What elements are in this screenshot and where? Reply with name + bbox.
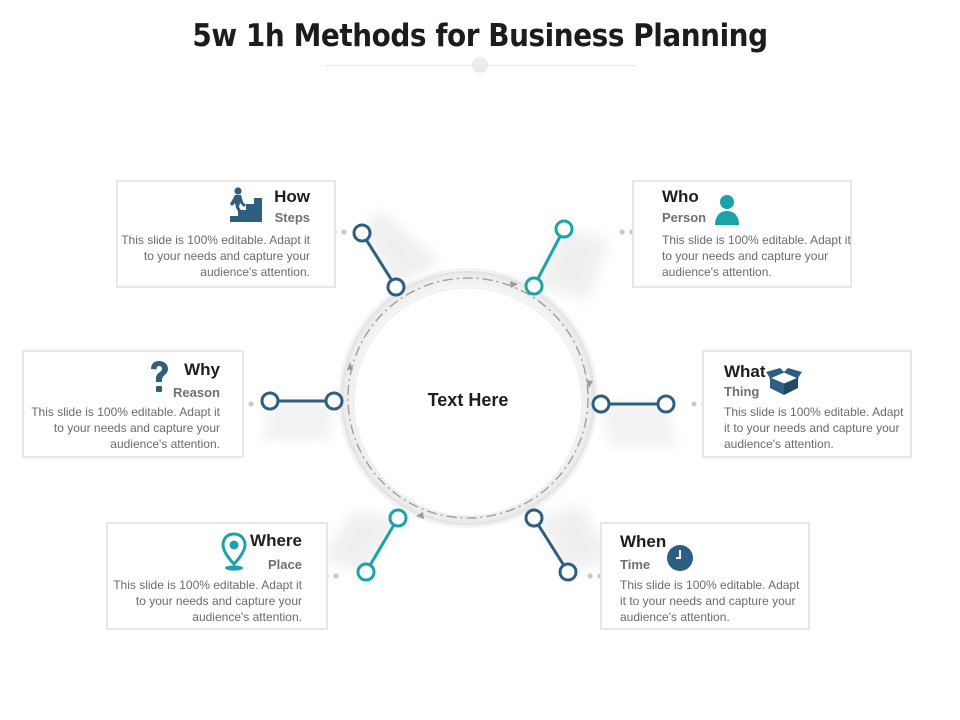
- connector-shadows: [262, 210, 676, 572]
- stairs-climber-icon: [230, 187, 262, 222]
- card-when-label: When: [620, 532, 667, 551]
- title-divider-dot: [472, 57, 488, 73]
- map-pin-icon: [221, 532, 247, 571]
- card-why-description: This slide is 100% editable. Adapt it to…: [31, 405, 220, 451]
- card-how: How Steps This slide is 100% editable. A…: [116, 180, 336, 288]
- card-what-label: What: [724, 362, 766, 381]
- card-how-description: This slide is 100% editable. Adapt it to…: [121, 233, 310, 279]
- connector-how: [352, 223, 406, 297]
- card-where-label: Where: [250, 531, 302, 550]
- question-mark-icon: [151, 361, 168, 392]
- card-how-label: How: [274, 187, 310, 206]
- clock-icon: [667, 545, 693, 571]
- connector-why: [260, 391, 344, 411]
- connector-what: [591, 394, 676, 414]
- center-circle: [338, 268, 598, 528]
- card-what: What Thing This slide is 100% editable. …: [702, 350, 912, 458]
- open-box-icon: [766, 368, 802, 395]
- card-where-sublabel: Place: [268, 557, 302, 572]
- card-how-sublabel: Steps: [274, 210, 310, 225]
- card-where-description: This slide is 100% editable. Adapt it to…: [113, 578, 302, 624]
- card-who-description: This slide is 100% editable. Adapt it to…: [662, 233, 851, 279]
- card-why: Why Reason This slide is 100% editable. …: [22, 350, 244, 458]
- card-who-label: Who: [662, 187, 699, 206]
- page-title: 5w 1h Methods for Business Planning: [192, 18, 768, 54]
- card-who: Who Person This slide is 100% editable. …: [632, 180, 852, 288]
- card-when-description: This slide is 100% editable. Adapt it to…: [620, 578, 800, 624]
- card-what-sublabel: Thing: [724, 384, 760, 399]
- ring-arrows: [347, 281, 593, 519]
- card-why-sublabel: Reason: [173, 385, 220, 400]
- center-label: Text Here: [427, 390, 509, 410]
- person-icon: [715, 195, 739, 225]
- card-what-description: This slide is 100% editable. Adapt it to…: [724, 405, 904, 451]
- card-where: Where Place This slide is 100% editable.…: [106, 522, 328, 630]
- card-who-sublabel: Person: [662, 210, 707, 225]
- connector-when: [524, 508, 578, 582]
- card-why-label: Why: [184, 360, 220, 379]
- connector-who: [524, 219, 574, 296]
- connector-where: [356, 508, 408, 582]
- card-when: When Time This slide is 100% editable. A…: [600, 522, 810, 630]
- card-when-sublabel: Time: [620, 557, 651, 572]
